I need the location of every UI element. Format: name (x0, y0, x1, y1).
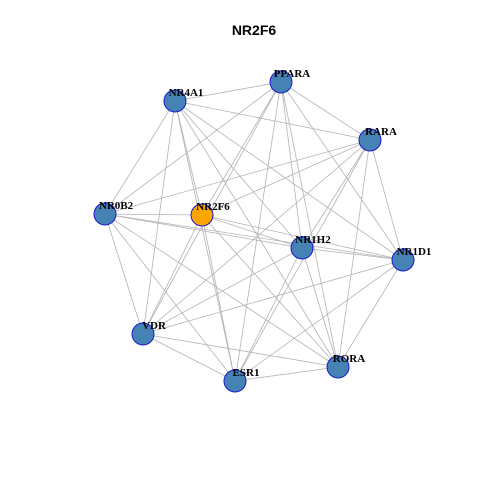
node-rara[interactable] (358, 128, 382, 152)
node-label-nr0b2: NR0B2 (99, 200, 134, 212)
node-ppara[interactable] (269, 70, 293, 94)
edge-nr0b2-nr1h2 (104, 213, 303, 249)
edge-nr4a1-nr2f6 (174, 100, 203, 216)
node-label-rora: RORA (333, 353, 365, 365)
edge-nr4a1-rara (174, 100, 371, 141)
node-nr4a1[interactable] (163, 89, 187, 113)
edge-nr0b2-esr1 (104, 213, 236, 382)
edge-nr4a1-nr0b2 (104, 100, 176, 215)
edge-nr2f6-vdr (142, 214, 203, 335)
edge-ppara-nr2f6 (201, 81, 282, 216)
node-nr0b2[interactable] (93, 202, 117, 226)
edge-nr4a1-rora (174, 100, 339, 368)
edge-nr2f6-rora (201, 214, 339, 368)
edge-nr1h2-esr1 (234, 247, 303, 382)
edge-rara-nr1h2 (301, 139, 371, 249)
node-nr1h2[interactable] (290, 236, 314, 260)
edge-ppara-rora (280, 81, 339, 368)
node-vdr[interactable] (131, 322, 155, 346)
edge-nr0b2-vdr (104, 213, 144, 335)
node-nr1d1[interactable] (391, 248, 415, 272)
node-esr1[interactable] (223, 369, 247, 393)
edge-ppara-nr1d1 (280, 81, 404, 261)
edge-nr4a1-nr1d1 (174, 100, 404, 261)
node-label-nr1h2: NR1H2 (295, 234, 331, 246)
edge-nr4a1-nr1h2 (174, 100, 303, 249)
edge-nr1h2-vdr (142, 247, 303, 335)
edge-rara-nr2f6 (201, 139, 371, 216)
node-label-nr1d1: NR1D1 (397, 246, 432, 258)
edge-nr4a1-esr1 (174, 100, 236, 382)
edge-nr0b2-nr2f6 (104, 213, 203, 216)
node-rora[interactable] (326, 355, 350, 379)
edge-nr4a1-vdr (142, 100, 176, 335)
graph-title: NR2F6 (232, 22, 277, 38)
edge-ppara-nr0b2 (104, 81, 282, 215)
node-label-ppara: PPARA (274, 68, 311, 80)
edge-nr2f6-esr1 (201, 214, 236, 382)
edge-rara-nr0b2 (104, 139, 371, 215)
edge-ppara-esr1 (234, 81, 282, 382)
node-label-vdr: VDR (142, 320, 167, 332)
edge-layer (104, 81, 404, 382)
edge-nr1d1-esr1 (234, 259, 404, 382)
node-label-nr4a1: NR4A1 (169, 87, 204, 99)
edge-rora-esr1 (234, 366, 339, 382)
edge-ppara-nr1h2 (280, 81, 303, 249)
edge-nr1h2-rora (301, 247, 339, 368)
edge-nr0b2-nr1d1 (104, 213, 404, 261)
edge-rara-rora (337, 139, 371, 368)
edge-rara-nr1d1 (369, 139, 404, 261)
edge-nr1d1-rora (337, 259, 404, 368)
node-label-esr1: ESR1 (233, 367, 260, 379)
node-layer (93, 70, 415, 393)
edge-ppara-nr4a1 (174, 81, 282, 102)
edge-vdr-esr1 (142, 333, 236, 382)
edge-nr2f6-nr1h2 (201, 214, 303, 249)
edge-nr1d1-vdr (142, 259, 404, 335)
node-nr2f6[interactable] (190, 203, 214, 227)
edge-nr1h2-nr1d1 (301, 247, 404, 261)
edge-ppara-rara (280, 81, 371, 141)
edge-nr0b2-rora (104, 213, 339, 368)
node-label-nr2f6: NR2F6 (196, 201, 230, 213)
edge-vdr-rora (142, 333, 339, 368)
node-label-rara: RARA (365, 126, 397, 138)
edge-rara-esr1 (234, 139, 371, 382)
